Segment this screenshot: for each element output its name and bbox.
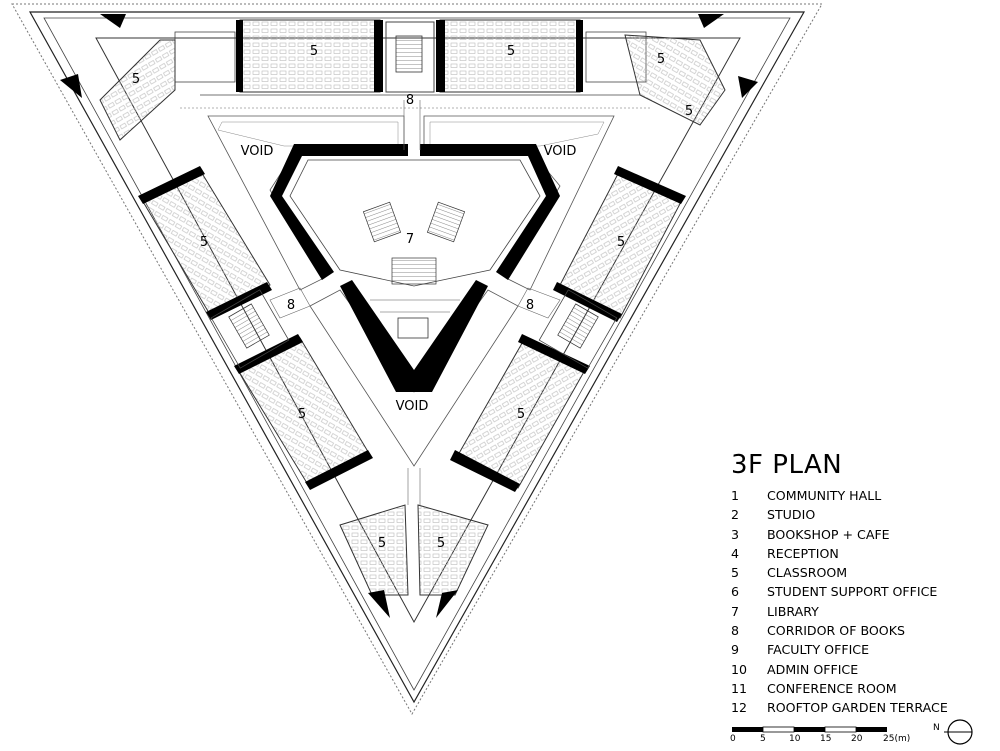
legend-label: CORRIDOR OF BOOKS bbox=[767, 623, 905, 639]
legend-label: BOOKSHOP + CAFE bbox=[767, 526, 890, 542]
label-classroom-1: 5 bbox=[310, 44, 318, 59]
label-classroom-11: 5 bbox=[437, 536, 445, 551]
legend-row: 7 LIBRARY bbox=[731, 602, 991, 621]
classroom-bottom-left bbox=[339, 504, 409, 596]
legend: 3F PLAN 1 COMMUNITY HALL 2 STUDIO 3 BOOKSHOP … bbox=[731, 448, 991, 718]
label-void-bottom: VOID bbox=[396, 399, 429, 414]
classroom-bottom-right bbox=[417, 504, 489, 596]
legend-number: 7 bbox=[731, 603, 740, 619]
legend-number: 8 bbox=[731, 623, 740, 639]
label-classroom-2: 5 bbox=[507, 44, 515, 59]
legend-row: 1 COMMUNITY HALL bbox=[731, 486, 991, 505]
building-outline bbox=[28, 11, 806, 704]
legend-label: CONFERENCE ROOM bbox=[767, 680, 897, 696]
label-classroom-7: 5 bbox=[617, 235, 625, 250]
legend-row: 2 STUDIO bbox=[731, 505, 991, 524]
scale-tick-0: 0 bbox=[730, 734, 736, 744]
scale-tick-15: 15 bbox=[820, 734, 831, 744]
classroom-nw bbox=[99, 39, 176, 141]
label-classroom-4: 5 bbox=[657, 52, 665, 67]
library-wall-bottom bbox=[340, 280, 488, 392]
legend-label: ADMIN OFFICE bbox=[767, 661, 859, 677]
plan-title: 3F PLAN bbox=[731, 450, 843, 480]
legend-number: 6 bbox=[731, 584, 740, 600]
legend-row: 10 ADMIN OFFICE bbox=[731, 660, 991, 679]
library-interior bbox=[289, 159, 541, 287]
library-wall-left bbox=[270, 144, 408, 280]
label-void-right: VOID bbox=[544, 144, 577, 159]
legend-number: 4 bbox=[731, 545, 740, 561]
classroom-ne bbox=[624, 34, 726, 126]
legend-label: CLASSROOM bbox=[767, 565, 848, 581]
scale-tick-25: 25(m) bbox=[883, 734, 910, 744]
legend-row: 5 CLASSROOM bbox=[731, 563, 991, 582]
legend-row: 3 BOOKSHOP + CAFE bbox=[731, 525, 991, 544]
scale-tick-20: 20 bbox=[851, 734, 863, 744]
legend-label: ROOFTOP GARDEN TERRACE bbox=[767, 700, 948, 716]
site-boundary bbox=[11, 3, 823, 716]
label-void-left: VOID bbox=[241, 144, 274, 159]
label-corridor-left: 8 bbox=[287, 298, 295, 313]
legend-row: 11 CONFERENCE ROOM bbox=[731, 679, 991, 698]
legend-row: 6 STUDENT SUPPORT OFFICE bbox=[731, 582, 991, 601]
label-corridor-top: 8 bbox=[406, 93, 414, 108]
legend-label: LIBRARY bbox=[767, 603, 819, 619]
legend-number: 3 bbox=[731, 526, 740, 542]
legend-row: 9 FACULTY OFFICE bbox=[731, 640, 991, 659]
legend-label: COMMUNITY HALL bbox=[767, 488, 882, 503]
label-classroom-6: 5 bbox=[200, 235, 208, 250]
label-classroom-9: 5 bbox=[517, 407, 525, 422]
legend-label: FACULTY OFFICE bbox=[767, 642, 870, 658]
legend-label: STUDIO bbox=[767, 507, 816, 523]
top-classroom-block bbox=[174, 19, 650, 109]
legend-number: 10 bbox=[731, 661, 748, 677]
scale-tick-10: 10 bbox=[789, 734, 801, 744]
legend-row: 8 CORRIDOR OF BOOKS bbox=[731, 621, 991, 640]
legend-row: 4 RECEPTION bbox=[731, 544, 991, 563]
legend-number: 5 bbox=[731, 565, 740, 581]
library-wall-right bbox=[420, 144, 560, 280]
legend-number: 12 bbox=[731, 700, 748, 716]
north-label: N bbox=[933, 723, 940, 733]
label-classroom-3: 5 bbox=[132, 72, 140, 87]
label-classroom-8: 5 bbox=[298, 407, 306, 422]
legend-number: 1 bbox=[731, 488, 740, 503]
scale-tick-5: 5 bbox=[760, 734, 766, 744]
label-classroom-5: 5 bbox=[685, 104, 693, 119]
legend-number: 2 bbox=[731, 507, 740, 523]
label-classroom-10: 5 bbox=[378, 536, 386, 551]
void-area-bottom bbox=[309, 289, 519, 467]
label-library: 7 bbox=[406, 232, 414, 247]
legend-number: 9 bbox=[731, 642, 740, 658]
north-arrow-icon: N bbox=[933, 719, 973, 745]
legend-label: RECEPTION bbox=[767, 545, 839, 561]
label-corridor-right: 8 bbox=[526, 298, 534, 313]
scale-bar: 0 5 10 15 20 25(m) bbox=[730, 726, 910, 744]
legend-row: 12 ROOFTOP GARDEN TERRACE bbox=[731, 698, 991, 717]
legend-label: STUDENT SUPPORT OFFICE bbox=[767, 584, 938, 600]
legend-number: 11 bbox=[731, 680, 748, 696]
